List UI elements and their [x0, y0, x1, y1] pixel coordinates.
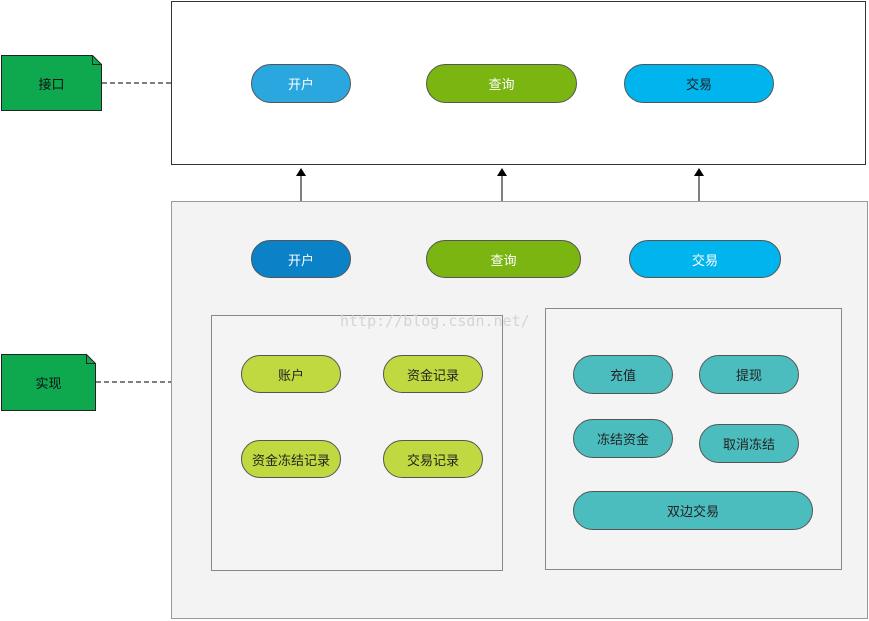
interface-query: 查询 [426, 64, 577, 103]
bilateral-trade-op: 双边交易 [573, 491, 813, 530]
unfreeze-op: 取消冻结 [699, 424, 799, 463]
impl-query: 查询 [426, 240, 581, 278]
interface-note-label: 接口 [38, 77, 65, 93]
freeze-funds-op: 冻结资金 [573, 419, 673, 458]
impl-trade: 交易 [629, 240, 781, 278]
watermark-text: http://blog.csdn.net/ [340, 312, 530, 330]
impl-open-account: 开户 [251, 240, 351, 278]
interface-note [1, 55, 102, 111]
fund-freeze-record: 资金冻结记录 [241, 440, 341, 478]
interface-trade: 交易 [624, 64, 774, 103]
implementation-note-label: 实现 [35, 377, 62, 392]
withdraw-op: 提现 [699, 355, 799, 394]
account-record: 账户 [241, 355, 341, 393]
recharge-op: 充值 [573, 355, 673, 394]
fund-record: 资金记录 [383, 355, 483, 393]
trade-record: 交易记录 [383, 440, 483, 478]
implementation-note [1, 354, 96, 411]
interface-open-account: 开户 [251, 64, 351, 103]
